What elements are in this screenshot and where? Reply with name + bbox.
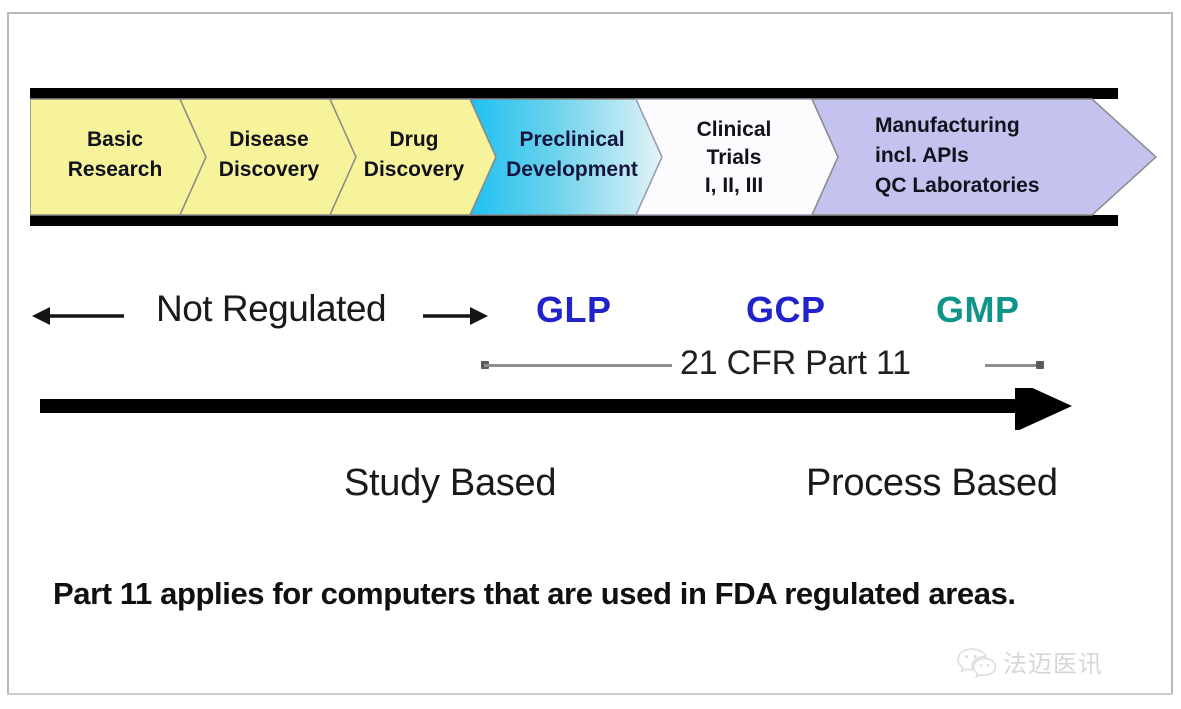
segment-label-line: Drug [390,128,439,151]
segment-label-line: incl. APIs [875,144,969,167]
figure-frame-right-edge [1171,12,1173,695]
cfr-span-left-line [484,364,672,367]
study-based-label: Study Based [344,462,557,504]
pipeline-segment-manufacturing[interactable] [810,98,1158,216]
segment-label-line: Development [506,158,638,181]
segment-label-line: Manufacturing [875,114,1020,137]
segment-label-line: Discovery [364,158,465,181]
cfr-part-11-label: 21 CFR Part 11 [680,344,911,382]
segment-label-line: Trials [707,146,762,169]
figure-frame [7,12,1173,695]
segment-label-line: QC Laboratories [875,174,1040,197]
not-regulated-label: Not Regulated [156,288,387,329]
part-11-note: Part 11 applies for computers that are u… [53,576,1016,611]
figure-frame-bottom-edge [7,693,1173,695]
gmp-label: GMP [936,289,1020,330]
cfr-span-right-endpoint [1036,361,1044,369]
banner-bottom-rule [30,215,1118,226]
watermark-text: 法迈医讯 [1003,650,1103,678]
pipeline-segment-basic-research[interactable] [30,98,207,216]
segment-label-line: Basic [87,128,143,151]
segment-label-line: Clinical [697,118,772,141]
pipeline-segment-preclinical-development[interactable] [468,98,663,216]
segment-label-line: Research [68,158,163,181]
gcp-label: GCP [746,289,826,330]
drug-development-pipeline-arrow: Basic Research Disease Discovery Drug Di… [30,88,1158,226]
banner-top-rule [30,88,1118,99]
process-based-label: Process Based [806,462,1058,504]
basis-row: Study Based Process Based [0,462,1181,518]
wechat-logo-icon [957,647,996,678]
segment-label-line: I, II, III [705,174,763,197]
watermark: 法迈医讯 [956,644,1103,679]
glp-label: GLP [536,289,612,330]
cfr-span-right-line [985,364,1040,367]
segment-label-line: Discovery [219,158,320,181]
segment-label-line: Preclinical [519,128,624,151]
regulation-scope-row: Not Regulated GLP GCP GMP [28,288,1128,346]
timeline-right-arrow [40,380,1080,432]
pipeline-segment-disease-discovery[interactable] [178,98,357,216]
not-regulated-double-arrow [32,307,488,325]
segment-label-line: Disease [229,128,308,151]
cfr-part-11-row: 21 CFR Part 11 [0,344,1181,388]
